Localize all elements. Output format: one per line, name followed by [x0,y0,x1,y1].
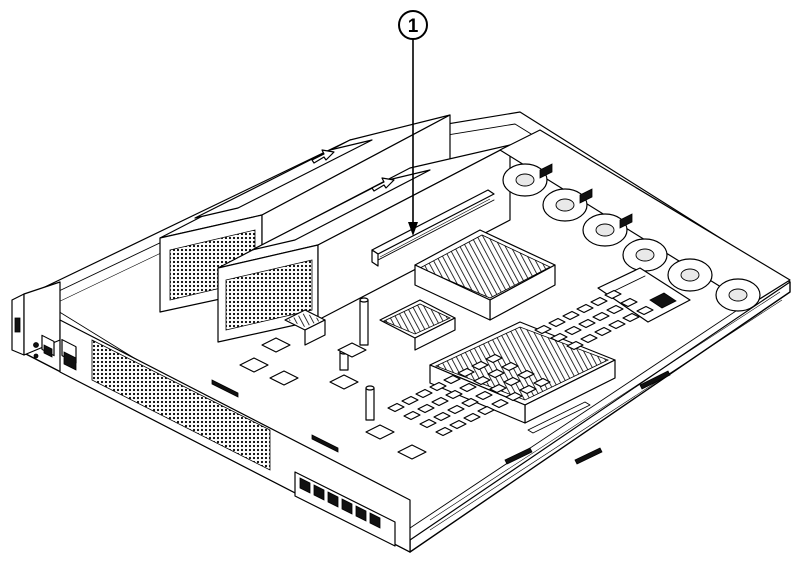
chip [534,324,552,335]
fan-5 [667,258,713,292]
chip [636,305,654,316]
chip [487,368,505,379]
sfp-port-block [294,471,396,547]
chip [471,360,489,371]
chip [485,353,503,364]
chip [463,412,481,423]
chip [435,426,453,437]
chip [576,303,594,314]
chip [533,377,551,388]
chip [489,383,507,394]
chip [608,319,626,330]
fan-1 [502,163,548,197]
chip [491,398,509,409]
chip [564,325,582,336]
chip [433,411,451,422]
chip [417,403,435,414]
chip-grid [387,289,654,437]
chip [517,369,535,380]
chip [590,296,608,307]
fan-6 [715,278,761,312]
connector-headers [211,370,671,465]
chip [477,405,495,416]
chip [566,340,584,351]
chip [620,297,638,308]
chip [461,397,479,408]
chip-heatsinks [239,309,427,460]
chip [443,374,461,385]
chip [387,402,405,413]
chip [578,318,596,329]
chip [604,289,622,300]
chip [431,396,449,407]
callout-arrowhead [408,222,418,236]
chip [503,376,521,387]
callout-1: 1 [398,10,428,236]
callout-label: 1 [408,16,419,37]
chip [519,384,537,395]
chip [550,332,568,343]
fan-4 [622,238,668,272]
fan-3 [582,213,628,247]
chip [594,326,612,337]
fan-row [499,129,791,312]
riser-card [597,267,691,323]
chip [592,311,610,322]
chip [548,317,566,328]
chip [445,389,463,400]
chip [401,395,419,406]
fan-2 [542,188,588,222]
chip [505,391,523,402]
chip [606,304,624,315]
chip [562,310,580,321]
chip [473,375,491,386]
chip [580,333,598,344]
chip [449,419,467,430]
chip [501,361,519,372]
memory-dimm-slot [371,189,495,267]
chip [403,410,421,421]
right-wall-holes [429,291,783,531]
front-panel [11,281,411,553]
chip [459,382,477,393]
heatsink-small [379,299,456,351]
chip [457,367,475,378]
chip [475,390,493,401]
heatsink-upper [414,229,556,321]
front-ports [14,317,77,371]
chip [415,388,433,399]
chip [429,381,447,392]
standoff-posts [339,297,375,421]
chip [419,418,437,429]
chip [447,404,465,415]
chip [622,312,640,323]
